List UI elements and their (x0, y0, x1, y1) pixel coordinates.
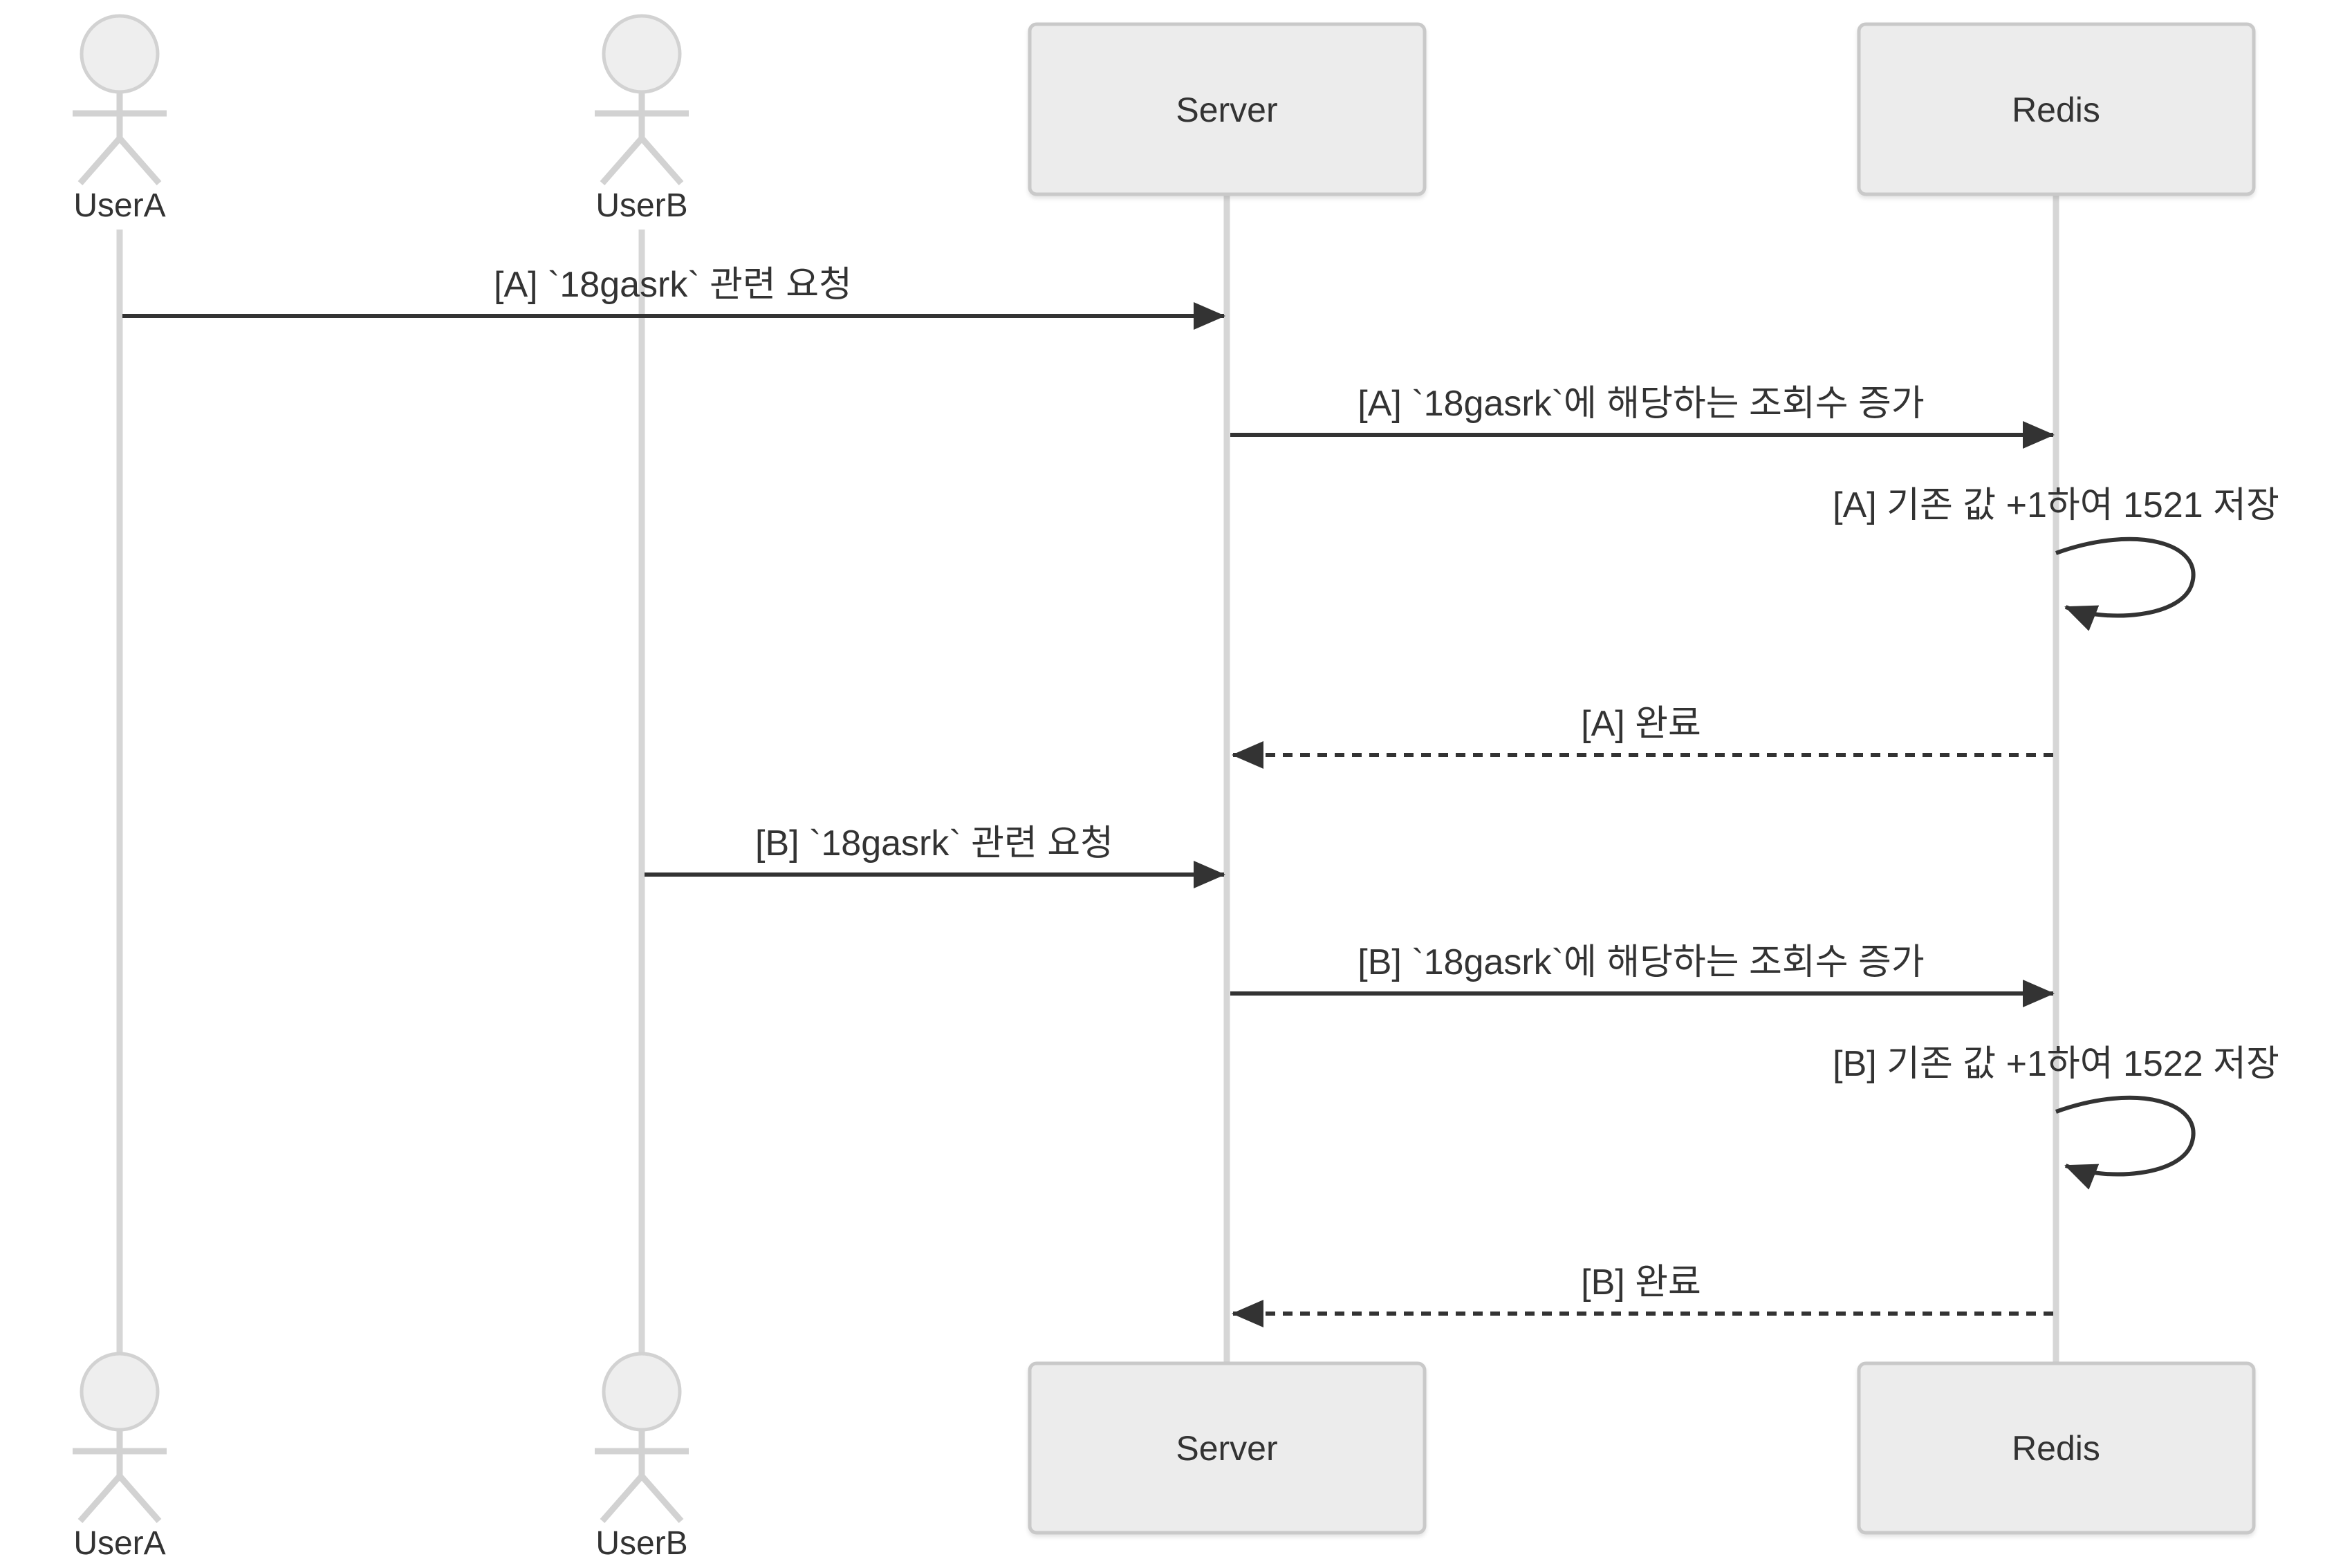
message-label: [A] 기존 값 +1하여 1521 저장 (1833, 485, 2279, 525)
participant-box (1857, 1361, 2256, 1535)
message-b-done: [B] 완료 (1232, 1262, 2053, 1327)
message-a-request: [A] `18gasrk` 관련 요청 (122, 265, 1225, 330)
message-label: [B] 기존 값 +1하여 1522 저장 (1833, 1044, 2279, 1084)
message-label: [A] 완료 (1581, 704, 1701, 744)
actor-head-icon (80, 1352, 160, 1432)
actor-userb-top: UserB (595, 14, 689, 224)
actor-leg-icon (639, 136, 684, 185)
participant-server-top: Server (1028, 22, 1427, 196)
participant-redis-bottom: Redis (1857, 1361, 2256, 1535)
participant-server-bottom: Server (1028, 1361, 1427, 1535)
participant-label-redis-bottom: Redis (2012, 1429, 2100, 1468)
actor-leg-icon (77, 1474, 122, 1523)
actor-leg-icon (117, 136, 162, 185)
participant-box (1857, 22, 2256, 196)
actor-usera-bottom: UserA (73, 1352, 167, 1562)
message-b-request: [B] `18gasrk` 관련 요청 (645, 823, 1225, 888)
message-label: [B] `18gasrk`에 해당하는 조회수 증가 (1358, 942, 1924, 982)
actor-usera-top: UserA (73, 14, 167, 224)
message-label: [A] `18gasrk` 관련 요청 (494, 265, 852, 305)
message-b-selfloop: [B] 기존 값 +1하여 1522 저장 (1833, 1044, 2279, 1190)
actor-leg-icon (639, 1474, 684, 1523)
self-loop-arrow (2055, 536, 2196, 631)
actor-label-userb-bottom: UserB (595, 1525, 687, 1562)
participant-box (1028, 22, 1427, 196)
message-label: [B] `18gasrk` 관련 요청 (755, 823, 1113, 864)
actor-label-userb-top: UserB (595, 187, 687, 224)
participant-label-redis-top: Redis (2012, 91, 2100, 129)
participant-box (1028, 1361, 1427, 1535)
message-a-selfloop: [A] 기존 값 +1하여 1521 저장 (1833, 485, 2279, 631)
message-a-done: [A] 완료 (1232, 704, 2053, 769)
message-b-increment: [B] `18gasrk`에 해당하는 조회수 증가 (1230, 942, 2055, 1007)
message-label: [B] 완료 (1581, 1262, 1701, 1303)
actor-head-icon (602, 1352, 682, 1432)
actor-head-icon (80, 14, 160, 94)
actor-leg-icon (600, 136, 645, 185)
actor-leg-icon (117, 1474, 162, 1523)
actor-leg-icon (77, 136, 122, 185)
participant-label-server-bottom: Server (1176, 1429, 1277, 1468)
self-loop-arrow (2055, 1095, 2196, 1190)
participant-label-server-top: Server (1176, 91, 1277, 129)
actor-leg-icon (600, 1474, 645, 1523)
participant-redis-top: Redis (1857, 22, 2256, 196)
actor-userb-bottom: UserB (595, 1352, 689, 1562)
actor-label-usera-top: UserA (73, 187, 165, 224)
message-label: [A] `18gasrk`에 해당하는 조회수 증가 (1358, 384, 1924, 424)
actor-label-usera-bottom: UserA (73, 1525, 165, 1562)
actor-head-icon (602, 14, 682, 94)
message-a-increment: [A] `18gasrk`에 해당하는 조회수 증가 (1230, 384, 2055, 449)
